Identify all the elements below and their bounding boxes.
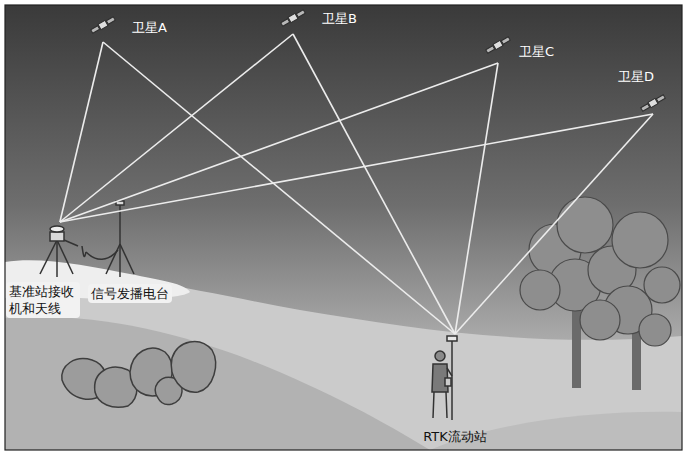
illustration-part xyxy=(639,314,671,346)
illustration-part xyxy=(485,36,511,54)
illustration-part xyxy=(119,244,121,277)
illustration-part xyxy=(640,94,666,112)
illustration-part xyxy=(612,212,668,268)
sky xyxy=(5,5,682,450)
illustration-part xyxy=(91,26,100,33)
illustration-part xyxy=(656,95,665,102)
signal-line xyxy=(60,34,293,222)
node-label: RTK流动站 xyxy=(405,428,505,445)
signal-line xyxy=(60,63,498,222)
rocks xyxy=(62,342,216,408)
illustration-part xyxy=(447,368,452,376)
node-label: 卫星A xyxy=(132,19,167,36)
illustration-part xyxy=(280,9,306,27)
trees xyxy=(520,197,680,390)
illustration-part xyxy=(106,17,115,24)
ground-shadow xyxy=(5,317,430,450)
satellite: 卫星B xyxy=(282,4,366,34)
satellites xyxy=(90,9,666,112)
rover xyxy=(432,336,457,420)
signal-line xyxy=(60,42,103,222)
illustration-part xyxy=(40,240,57,274)
illustration-part xyxy=(56,240,58,277)
illustration-part xyxy=(57,240,73,274)
illustration-part xyxy=(64,240,78,246)
illustration-part xyxy=(557,197,613,253)
illustration-part xyxy=(520,270,560,310)
base-station: 基准站接收机和天线 xyxy=(4,222,82,322)
node-label: 基准站接收机和天线 xyxy=(6,282,80,318)
signal-line xyxy=(455,114,653,334)
illustration-part xyxy=(90,16,116,34)
signal-line xyxy=(60,114,653,222)
node-label: 卫星D xyxy=(618,68,654,85)
illustration-part xyxy=(447,336,457,341)
illustration-part xyxy=(641,104,650,111)
illustration-part xyxy=(580,300,620,340)
illustration-part xyxy=(50,232,64,241)
satellite: 卫星C xyxy=(487,33,567,63)
illustration-part xyxy=(486,46,495,53)
illustration-part xyxy=(433,392,447,418)
illustration-part xyxy=(572,300,581,388)
illustration-part xyxy=(50,226,64,232)
rtk-rover: RTK流动站 xyxy=(405,334,505,447)
satellite: 卫星A xyxy=(92,12,176,42)
frame xyxy=(5,5,682,450)
illustration-part xyxy=(106,244,120,274)
illustration-part xyxy=(520,197,680,346)
illustration-part xyxy=(296,10,305,17)
illustration-part xyxy=(171,342,215,393)
illustration-part xyxy=(435,351,445,361)
node-label: 信号发播电台 xyxy=(88,284,172,303)
illustration-part xyxy=(281,19,290,26)
satellite: 卫星D xyxy=(612,62,676,114)
illustration-part xyxy=(120,244,134,274)
cable xyxy=(82,246,86,257)
node-label: 卫星C xyxy=(519,43,554,60)
illustration-part xyxy=(86,250,118,259)
illustration-part xyxy=(445,378,451,386)
radio-station: 信号发播电台 xyxy=(86,196,184,308)
illustration-part xyxy=(501,37,510,44)
node-label: 卫星B xyxy=(322,10,357,27)
illustration-part xyxy=(119,202,121,244)
base-station xyxy=(40,226,78,277)
illustration-part xyxy=(644,267,680,303)
signal-line xyxy=(293,34,455,334)
